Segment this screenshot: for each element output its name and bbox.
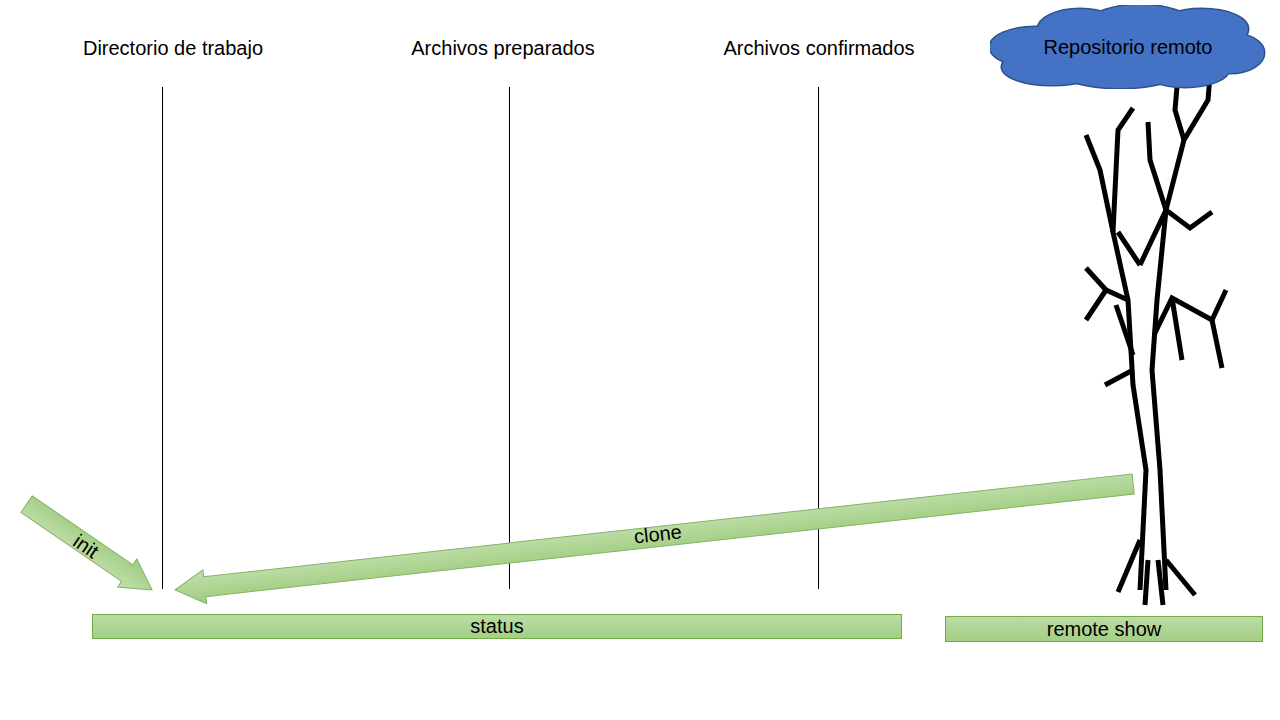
command-name: remote show xyxy=(1047,618,1162,641)
arrow-label: clone xyxy=(633,520,683,548)
tree-illustration xyxy=(1086,75,1226,605)
cloud-shape: Repositorio remoto xyxy=(990,5,1266,89)
column-heading: Directorio de trabajo xyxy=(83,37,263,60)
init-arrow xyxy=(17,490,162,604)
column-lines xyxy=(163,87,819,589)
node-title: Repositorio remoto xyxy=(1044,36,1213,59)
command-band: remote show xyxy=(945,616,1263,642)
column-heading: Archivos confirmados xyxy=(723,37,914,60)
clone-arrow xyxy=(173,467,1135,607)
command-band: status xyxy=(92,614,902,639)
command-name: status xyxy=(470,615,523,638)
column-heading: Archivos preparados xyxy=(411,37,594,60)
